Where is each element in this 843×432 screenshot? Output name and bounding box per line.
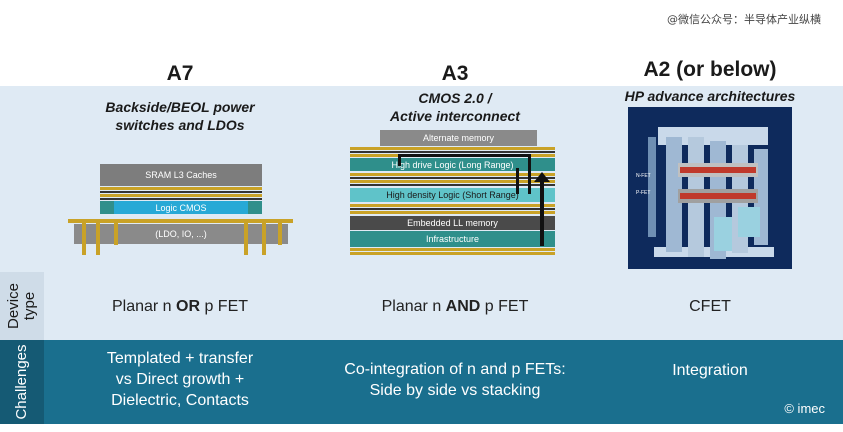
a7-via (262, 223, 266, 255)
a3-metal-line (350, 248, 555, 251)
col1-challenge-line: Dielectric, Contacts (111, 392, 249, 409)
a3-connector-line (398, 154, 528, 157)
a3-high-density-layer: High density Logic (Short Range) (350, 188, 555, 202)
col1-subtitle-line1: Backside/BEOL power (105, 99, 255, 115)
col2-device-post: p FET (480, 298, 529, 315)
a3-metal-line (350, 211, 555, 214)
a3-high-density-label: High density Logic (Short Range) (386, 190, 519, 200)
col2-subtitle-line1: CMOS 2.0 / (418, 90, 492, 106)
a7-via (244, 223, 248, 255)
col1-title: A7 (166, 62, 194, 85)
device-type-row (0, 272, 843, 340)
a7-logic-core (114, 201, 248, 214)
a3-high-drive-layer: High drive Logic (Long Range) (350, 158, 555, 171)
a3-metal-line (350, 177, 555, 179)
device-type-label: Device type (5, 272, 38, 340)
a7-via (82, 223, 86, 255)
cfet-illustration: N-FET P-FET (628, 107, 792, 269)
a3-stack-diagram: Alternate memory High drive Logic (Long … (350, 128, 560, 258)
a3-high-drive-label: High drive Logic (Long Range) (391, 159, 514, 170)
a7-sram-layer: SRAM L3 Caches (100, 164, 262, 186)
a7-metal-line (100, 198, 262, 200)
col1-subtitle: Backside/BEOL power switches and LDOs (60, 98, 300, 134)
col1-device-type: Planar n OR p FET (75, 298, 285, 316)
a7-metal-line (100, 191, 262, 193)
a3-metal-line (350, 208, 555, 210)
col1-challenge-line: vs Direct growth + (115, 371, 245, 388)
col2-challenges: Co-integration of n and p FETs: Side by … (330, 359, 580, 401)
col3-challenge-line: Integration (672, 362, 748, 379)
a7-backside-rail (68, 219, 293, 223)
col3-challenges: Integration (610, 360, 810, 381)
col2-title: A3 (441, 62, 469, 85)
a3-infrastructure-label: Infrastructure (425, 234, 480, 244)
a3-metal-line (350, 147, 555, 150)
col2-challenge-line: Side by side vs stacking (369, 382, 541, 399)
a3-connector-line (398, 154, 401, 166)
a3-metal-line (350, 180, 555, 183)
copyright-imec: © imec (784, 401, 825, 416)
a3-embedded-memory-layer: Embedded LL memory (350, 216, 555, 230)
a3-metal-line (350, 151, 555, 153)
challenges-row (0, 340, 843, 424)
a3-infrastructure-layer: Infrastructure (350, 231, 555, 247)
col2-device-bold: AND (445, 298, 481, 315)
watermark: @微信公众号：半导体产业纵横 (667, 13, 821, 26)
a3-metal-line (350, 184, 555, 186)
device-type-row-header (0, 272, 44, 340)
col2-subtitle-line2: Active interconnect (390, 108, 520, 124)
a7-logic-layer: Logic CMOS (100, 201, 262, 214)
col3-subtitle: HP advance architectures (595, 87, 825, 105)
a7-ldo-label: (LDO, IO, ...) (155, 229, 207, 239)
a7-sram-label: SRAM L3 Caches (145, 170, 217, 180)
col1-device-pre: Planar n (111, 298, 177, 315)
a3-vertical-arrow-shaft (540, 180, 544, 246)
col3-title: A2 (or below) (643, 58, 777, 81)
col2-subtitle: CMOS 2.0 / Active interconnect (335, 89, 575, 125)
a7-via (96, 223, 100, 255)
device-type-label-line2: type (21, 291, 38, 321)
col1-device-post: p FET (200, 298, 249, 315)
col1-subtitle-line2: switches and LDOs (115, 117, 245, 133)
a3-connector-line (528, 154, 531, 194)
col1-device-bold: OR (176, 298, 201, 315)
challenges-row-header (0, 340, 44, 424)
a3-alt-memory-label: Alternate memory (422, 133, 495, 143)
col1-challenge-line: Templated + transfer (106, 350, 254, 367)
a3-embedded-memory-label: Embedded LL memory (407, 218, 498, 228)
a7-stack-diagram: SRAM L3 Caches Logic CMOS (LDO, IO, ...) (68, 162, 293, 262)
col2-device-type: Planar n AND p FET (350, 298, 560, 316)
a7-via (278, 223, 282, 245)
col2-challenge-line: Co-integration of n and p FETs: (344, 361, 566, 378)
col1-challenges: Templated + transfer vs Direct growth + … (70, 348, 290, 411)
a7-metal-line (100, 194, 262, 197)
cfet-structure-icon (648, 127, 774, 259)
col3-device-pre: CFET (689, 298, 731, 315)
a7-metal-line (100, 187, 262, 190)
col3-device-type: CFET (610, 298, 810, 316)
a7-via (114, 223, 118, 245)
a3-metal-line (350, 173, 555, 176)
col3-subtitle-line1: HP advance architectures (624, 88, 796, 104)
pfet-label: P-FET (636, 190, 651, 196)
device-type-label-line1: Device (5, 283, 22, 329)
a3-alt-memory-layer: Alternate memory (380, 130, 537, 146)
challenges-label: Challenges (13, 344, 30, 420)
a7-logic-label: Logic CMOS (155, 202, 207, 213)
a3-metal-line (350, 252, 555, 255)
col2-device-pre: Planar n (381, 298, 446, 315)
a3-metal-line (350, 204, 555, 207)
arrow-up-icon (534, 172, 550, 182)
nfet-label: N-FET (636, 173, 651, 179)
a3-connector-line (516, 168, 519, 194)
a7-ldo-layer: (LDO, IO, ...) (74, 224, 288, 244)
